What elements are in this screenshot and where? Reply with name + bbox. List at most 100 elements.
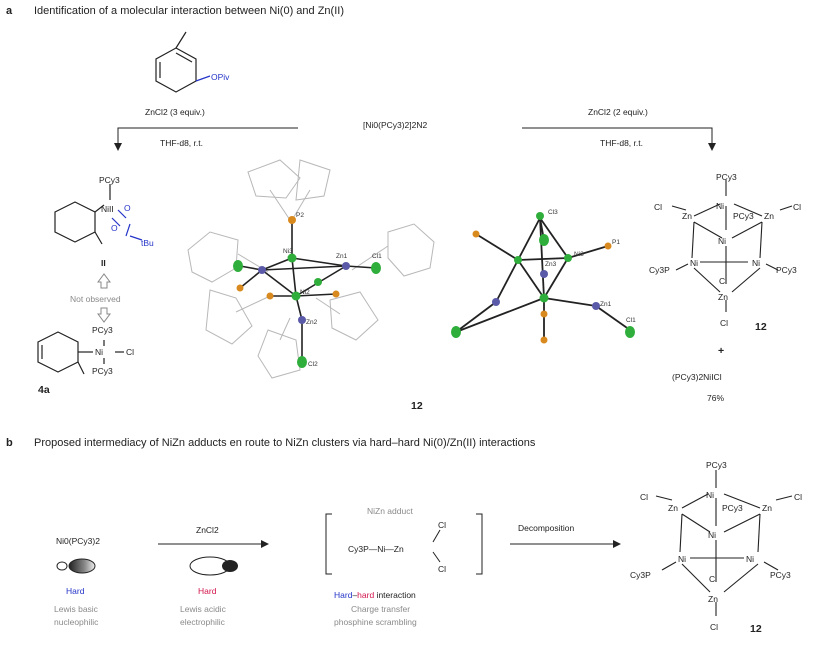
cluster-a-zn-right: Zn xyxy=(764,211,774,221)
atom-zn1-right: Zn1 xyxy=(600,301,612,308)
complex-4a-pcy3-top: PCy3 xyxy=(92,325,113,335)
zncl2-label: ZnCl2 xyxy=(196,525,219,535)
cluster-12-structure-b: PCy3 Ni Cl Zn PCy3 Zn Cl Ni Cy3P Ni Ni P… xyxy=(630,460,802,632)
right-conditions: THF-d8, r.t. xyxy=(600,138,643,148)
cluster-12-structure-a: PCy3 Ni Cl Zn PCy3 Zn Cl Ni Cy3P Ni Ni P… xyxy=(649,172,801,328)
adduct-formula: Cy3P—Ni—Zn xyxy=(348,544,404,554)
decomposition-label: Decomposition xyxy=(518,523,574,533)
byproduct: (PCy3)2NiICl xyxy=(672,372,722,382)
atom-p1: P1 xyxy=(612,239,620,246)
hard-hard-interaction: Hard–hard interaction xyxy=(334,590,416,600)
right-reagent: ZnCl2 (2 equiv.) xyxy=(588,107,648,117)
cluster-b-ni-right: Ni xyxy=(746,554,754,564)
atom-ni3-right: Ni3 xyxy=(574,251,584,258)
intermediate-pcy3: PCy3 xyxy=(99,175,120,185)
cluster-a-pcy3-mid: PCy3 xyxy=(733,211,754,221)
orbital-lobe-zn xyxy=(189,556,238,576)
intermediate-label: II xyxy=(101,258,106,268)
left-arrow xyxy=(114,127,298,151)
cluster-b-pcy3-right: PCy3 xyxy=(770,570,791,580)
panel-b: b Proposed intermediacy of NiZn adducts … xyxy=(6,437,802,635)
bracket-right xyxy=(476,513,483,575)
atom-cl3: Cl3 xyxy=(548,209,558,216)
cluster-b-cl-mid: Cl xyxy=(709,574,717,584)
adduct-bond-up xyxy=(432,529,441,543)
cluster-b-zn-left: Zn xyxy=(668,503,678,513)
ni-reagent: Ni0(PCy3)2 xyxy=(56,536,100,546)
panel-b-letter: b xyxy=(6,437,13,449)
cluster-a-cl-right: Cl xyxy=(793,202,801,212)
right-arrow xyxy=(522,127,716,151)
atom-ni2: Ni2 xyxy=(300,289,310,296)
intermediate-tbu: tBu xyxy=(141,238,154,248)
panel-b-title: Proposed intermediacy of NiZn adducts en… xyxy=(34,437,536,449)
cluster-b-label: 12 xyxy=(750,623,762,635)
cluster-a-ni-mid: Ni xyxy=(718,236,726,246)
complex-4a-ni: Ni xyxy=(95,347,103,357)
cluster-a-zn-left: Zn xyxy=(682,211,692,221)
down-open-arrow xyxy=(97,307,111,323)
cluster-a-ni-top: Ni xyxy=(716,201,724,211)
atom-p2: P2 xyxy=(296,212,304,219)
cluster-b-ni-mid: Ni xyxy=(708,530,716,540)
cluster-b-ni-top: Ni xyxy=(706,490,714,500)
substrate-opiv-label: OPiv xyxy=(211,72,230,82)
atom-cl1-right: Cl1 xyxy=(626,317,636,324)
intermediate-ni: NiII xyxy=(101,204,114,214)
hard-label-2: Hard xyxy=(198,586,217,596)
cluster-a-cl-mid: Cl xyxy=(719,276,727,286)
panel-a: a Identification of a molecular interact… xyxy=(6,5,801,412)
adduct-cl-top: Cl xyxy=(438,520,446,530)
plus-sign: + xyxy=(718,345,724,357)
orbital-lobe-ni xyxy=(56,558,96,574)
cluster-b-cl-bottom: Cl xyxy=(710,622,718,632)
electrophilic: electrophilic xyxy=(180,617,226,627)
cluster-b-cl-right: Cl xyxy=(794,492,802,502)
cluster-a-pcy3-top: PCy3 xyxy=(716,172,737,182)
hard-label-1: Hard xyxy=(66,586,85,596)
adduct-bond-down xyxy=(432,551,441,563)
bracket-left xyxy=(325,513,332,575)
atom-cl2: Cl2 xyxy=(308,361,318,368)
atom-cl1-left: Cl1 xyxy=(372,253,382,260)
complex-4a-cl: Cl xyxy=(126,347,134,357)
cluster-a-cy3p: Cy3P xyxy=(649,265,670,275)
cluster-b-zn-bottom: Zn xyxy=(708,594,718,604)
intermediate-o2: O xyxy=(111,223,118,233)
crystal-label: 12 xyxy=(411,400,423,412)
cluster-a-zn-bottom: Zn xyxy=(718,292,728,302)
substrate-structure xyxy=(155,31,211,93)
left-conditions: THF-d8, r.t. xyxy=(160,138,203,148)
complex-4a-pcy3-bottom: PCy3 xyxy=(92,366,113,376)
cluster-a-pcy3-right: PCy3 xyxy=(776,265,797,275)
atom-zn3: Zn3 xyxy=(545,261,557,268)
nucleophilic: nucleophilic xyxy=(54,617,99,627)
cluster-b-cy3p: Cy3P xyxy=(630,570,651,580)
cluster-b-ni-left: Ni xyxy=(678,554,686,564)
cluster-b-pcy3-top: PCy3 xyxy=(706,460,727,470)
yield: 76% xyxy=(707,393,724,403)
cluster-a-ni-right: Ni xyxy=(752,258,760,268)
panel-a-letter: a xyxy=(6,5,13,17)
atom-zn1-left: Zn1 xyxy=(336,253,348,260)
adduct-cl-bottom: Cl xyxy=(438,564,446,574)
cluster-b-cl-left: Cl xyxy=(640,492,648,502)
cluster-a-cl-bottom: Cl xyxy=(720,318,728,328)
complex-4a-structure xyxy=(37,331,124,375)
crystal-structure-left: P2 Ni3 Zn1 Cl1 Ni2 Zn2 Cl2 xyxy=(187,159,435,379)
complex-4a-label: 4a xyxy=(38,384,50,396)
not-observed: Not observed xyxy=(70,294,121,304)
charge-transfer: Charge transfer xyxy=(351,604,410,614)
intermediate-o1: O xyxy=(124,203,131,213)
lewis-basic: Lewis basic xyxy=(54,604,99,614)
cluster-b-pcy3-mid: PCy3 xyxy=(722,503,743,513)
atom-ni3-left: Ni3 xyxy=(283,248,293,255)
cluster-b-zn-right: Zn xyxy=(762,503,772,513)
panel-a-title: Identification of a molecular interactio… xyxy=(34,5,344,17)
cluster-a-ni-left: Ni xyxy=(690,258,698,268)
cluster-a-cl-left: Cl xyxy=(654,202,662,212)
cluster-a-label: 12 xyxy=(755,321,767,333)
up-open-arrow xyxy=(97,273,111,289)
adduct-title: NiZn adduct xyxy=(367,506,413,516)
